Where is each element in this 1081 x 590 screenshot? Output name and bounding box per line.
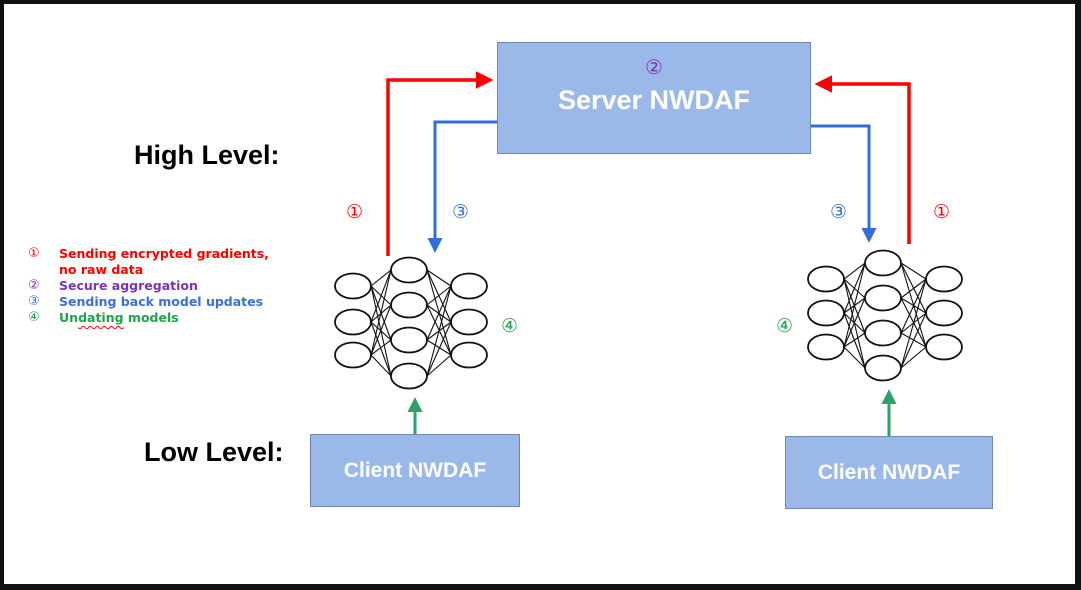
right-gradient-arrow <box>814 75 911 244</box>
network-edge <box>900 262 927 280</box>
network-connections <box>843 262 927 369</box>
network-node <box>390 362 428 390</box>
neural-network-icon <box>334 256 488 390</box>
network-edge <box>843 332 866 348</box>
network-node <box>925 333 963 361</box>
legend-number: ③ <box>28 294 40 309</box>
network-edge <box>843 262 866 280</box>
network-edge <box>370 269 392 287</box>
network-edge <box>370 269 392 323</box>
legend-number: ② <box>28 278 40 293</box>
aggregation-marker: ② <box>645 55 663 79</box>
network-node <box>864 319 902 347</box>
local-update-marker-right: ④ <box>776 315 794 337</box>
network-edge <box>843 346 866 369</box>
network-node <box>807 265 845 293</box>
network-edge <box>370 321 392 377</box>
neural-network-icon <box>807 249 963 382</box>
network-node <box>925 265 963 293</box>
diagram-canvas: High Level: Low Level: ② Server NWDAF Cl… <box>4 4 1075 584</box>
network-edge <box>426 354 452 377</box>
network-edge <box>370 339 392 356</box>
network-node <box>807 333 845 361</box>
network-node <box>450 272 488 300</box>
legend-number: ④ <box>28 310 40 325</box>
network-edge <box>370 269 392 356</box>
network-node <box>390 291 428 319</box>
update-marker-left: ③ <box>452 201 470 223</box>
update-marker-right: ③ <box>830 201 848 223</box>
client-nwdaf-box-left: Client NWDAF <box>310 434 520 507</box>
legend-item-updating-models: ④ Undating models <box>28 310 269 326</box>
network-node <box>807 299 845 327</box>
network-node <box>450 341 488 369</box>
legend-text: Sending back model updates <box>59 294 264 309</box>
legend-item-aggregation: ② Secure aggregation <box>28 278 269 294</box>
network-edge <box>426 285 452 341</box>
legend-text: Undating models <box>59 310 179 325</box>
network-edge <box>426 285 452 377</box>
legend-item-model-updates: ③ Sending back model updates <box>28 294 269 310</box>
high-level-label: High Level: <box>134 140 280 170</box>
network-node <box>925 299 963 327</box>
network-edge <box>843 262 866 314</box>
low-level-label: Low Level: <box>144 437 284 467</box>
legend-text: no raw data <box>59 262 144 277</box>
network-node <box>864 284 902 312</box>
network-connections <box>370 269 452 377</box>
network-edge <box>843 262 866 348</box>
network-node <box>334 308 372 336</box>
gradient-marker-right: ① <box>933 201 951 223</box>
network-edge <box>370 354 392 377</box>
network-edge <box>370 304 392 356</box>
network-edge <box>843 297 866 348</box>
network-edge <box>426 285 452 306</box>
network-edge <box>900 346 927 369</box>
network-node <box>864 249 902 277</box>
network-edge <box>900 278 927 334</box>
diagram-svg <box>334 71 963 436</box>
legend-item-gradients: ① Sending encrypted gradients, no raw da… <box>28 246 269 278</box>
legend-text: Secure aggregation <box>59 278 198 293</box>
network-edge <box>426 321 452 377</box>
left-update-arrow <box>427 120 497 253</box>
network-edge <box>900 312 927 369</box>
legend: ① Sending encrypted gradients, no raw da… <box>28 246 269 326</box>
network-edge <box>426 269 452 287</box>
gradient-marker-left: ① <box>346 201 364 223</box>
server-nwdaf-title: Server NWDAF <box>557 85 751 115</box>
network-node <box>390 326 428 354</box>
local-update-marker-left: ④ <box>501 315 519 337</box>
right-update-arrow <box>811 124 877 243</box>
network-node <box>334 272 372 300</box>
legend-number: ① <box>28 246 40 261</box>
network-node <box>334 341 372 369</box>
network-node <box>450 308 488 336</box>
network-edge <box>426 339 452 356</box>
network-edge <box>900 278 927 369</box>
network-node <box>864 354 902 382</box>
client-nwdaf-box-right: Client NWDAF <box>785 436 993 509</box>
network-edge <box>900 278 927 299</box>
legend-text: Sending encrypted gradients, <box>59 246 269 261</box>
left-gradient-arrow <box>386 71 494 256</box>
network-node <box>390 256 428 284</box>
server-nwdaf-box: ② Server NWDAF <box>497 42 811 154</box>
